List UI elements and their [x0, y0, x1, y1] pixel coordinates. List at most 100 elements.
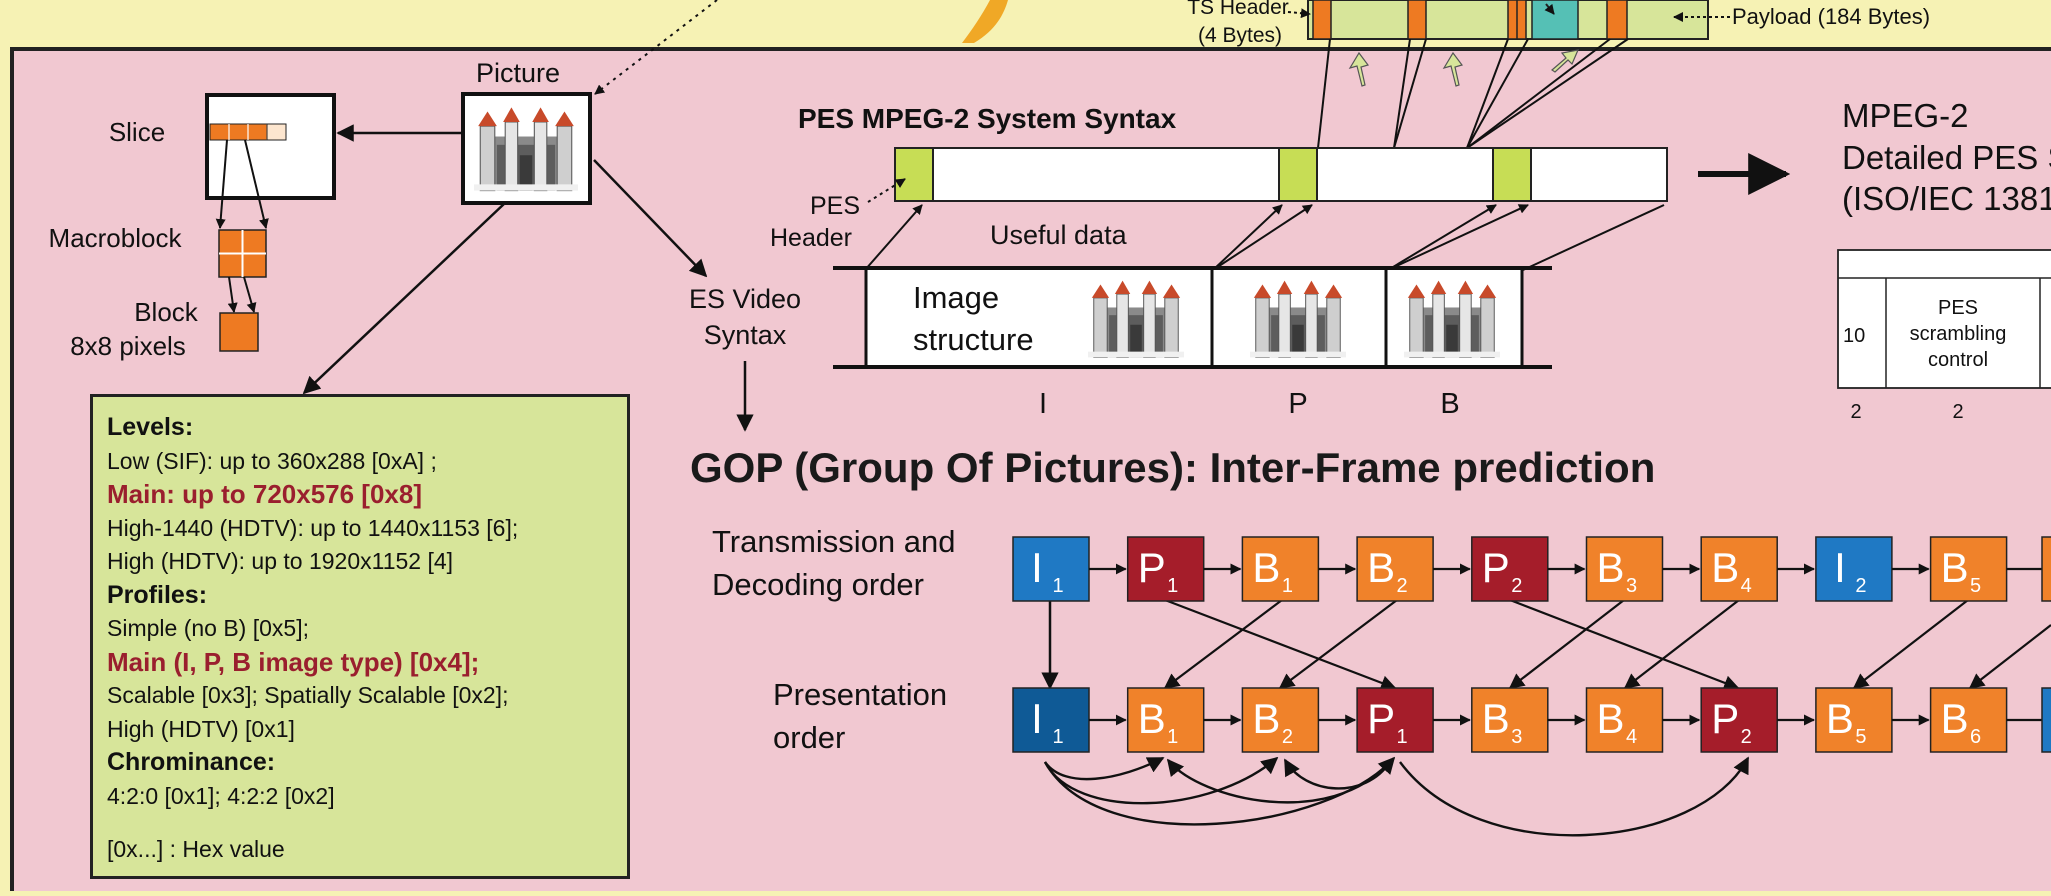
transmission-label-1: Transmission and — [712, 524, 956, 559]
gop-connections — [1041, 598, 2051, 691]
level-main: Main: up to 720x576 [0x8] — [107, 479, 422, 509]
profile-high: High (HDTV) [0x1] — [107, 715, 295, 742]
frame-subscript: 3 — [1626, 575, 1637, 597]
frame-letter: B — [1252, 695, 1280, 742]
picture-label: Picture — [476, 58, 560, 88]
levels-profiles-panel: Levels: Low (SIF): up to 360x288 [0xA] ;… — [90, 394, 630, 879]
pes-header-block-3 — [1492, 147, 1532, 202]
frame-box — [1471, 687, 1549, 753]
ts-header-bytes: (4 Bytes) — [1198, 24, 1282, 47]
frame-letter: B — [1826, 695, 1854, 742]
frame-letter: P — [1482, 544, 1510, 591]
frame-box — [1815, 536, 1893, 602]
detailed-pes-label: Detailed PES S — [1842, 139, 2051, 176]
pes-bits-2: 2 — [1952, 401, 1963, 423]
ts-packet-strip: TS Header (4 Bytes) Payload (184 Bytes) — [594, 0, 1930, 149]
frame-box — [1700, 687, 1778, 753]
frame-subscript: 5 — [1970, 575, 1981, 597]
frame-subscript: 6 — [1970, 726, 1981, 748]
frame-subscript: 2 — [1855, 575, 1866, 597]
frame-subscript: 1 — [1052, 575, 1063, 597]
cropped-frame-box — [2041, 687, 2051, 753]
slice-label: Slice — [109, 117, 165, 147]
pes-header-label-2: Header — [770, 224, 852, 252]
pes-syntax-title: PES MPEG-2 System Syntax — [798, 103, 1177, 134]
mpeg2-detailed-pes: MPEG-2 Detailed PES S (ISO/IEC 1381 10 P… — [1837, 97, 2051, 423]
frame-letter: I — [1031, 695, 1043, 742]
frame-box — [1241, 536, 1320, 602]
frame-label-i: I — [1039, 388, 1047, 420]
frame-letter: B — [1367, 544, 1395, 591]
frame-subscript: 2 — [1511, 575, 1522, 597]
frame-letter: B — [1941, 544, 1969, 591]
frame-subscript: 1 — [1282, 575, 1293, 597]
frame-letter: B — [1596, 544, 1624, 591]
frame-box — [1356, 687, 1434, 753]
gop-prediction-arcs — [1043, 756, 1750, 837]
hex-note: [0x...] : Hex value — [107, 836, 285, 862]
block-label: Block — [134, 297, 199, 327]
levels-heading: Levels: — [107, 413, 194, 441]
frame-subscript: 2 — [1397, 575, 1408, 597]
pes-table — [1837, 249, 2051, 389]
small-arrow — [1551, 49, 1579, 73]
presentation-label-2: order — [773, 720, 845, 755]
pes-scrambling-line-3: control — [1928, 349, 1988, 371]
frame-letter: B — [1711, 544, 1739, 591]
frame-letter: P — [1711, 695, 1739, 742]
macroblock-label: Macroblock — [49, 223, 183, 253]
frame-letter: B — [1482, 695, 1510, 742]
slice-box — [205, 93, 336, 200]
frame-label-p: P — [1288, 388, 1307, 420]
frame-letter: B — [1138, 695, 1166, 742]
ts-header-label: TS Header — [1187, 0, 1289, 19]
frame-subscript: 1 — [1167, 726, 1178, 748]
profile-main: Main (I, P, B image type) [0x4]; — [107, 646, 480, 677]
pes-scrambling-line-1: PES — [1938, 297, 1978, 319]
frame-subscript: 4 — [1626, 726, 1637, 748]
mpeg2-label: MPEG-2 — [1842, 97, 1969, 134]
payload-label: Payload (184 Bytes) — [1732, 4, 1930, 29]
block-square — [219, 312, 259, 352]
level-high-1440: High-1440 (HDTV): up to 1440x1153 [6]; — [107, 514, 519, 541]
frame-letter: I — [1031, 544, 1043, 591]
pes-scrambling-line-2: scrambling — [1910, 323, 2007, 345]
pes-header-label-1: PES — [810, 192, 860, 220]
frame-letter: P — [1367, 695, 1395, 742]
es-video-label-1: ES Video — [689, 284, 801, 314]
frame-letter: I — [1834, 544, 1846, 591]
image-structure-label-2: structure — [913, 322, 1034, 357]
frame-letter: B — [1941, 695, 1969, 742]
small-arrow — [1442, 51, 1464, 87]
small-arrow — [1348, 51, 1370, 87]
cropped-frame-box — [2041, 536, 2051, 602]
frame-letter: P — [1138, 544, 1166, 591]
frame-subscript: 1 — [1052, 726, 1063, 748]
frame-box — [1929, 687, 2008, 753]
block-size-label: 8x8 pixels — [70, 331, 186, 361]
frame-subscript: 1 — [1167, 575, 1178, 597]
transmission-label-2: Decoding order — [712, 567, 924, 602]
frame-subscript: 2 — [1741, 726, 1752, 748]
frame-box — [1815, 687, 1893, 753]
frame-box — [1241, 687, 1320, 753]
profiles-heading: Profiles: — [107, 580, 208, 609]
frame-letter: B — [1596, 695, 1624, 742]
presentation-label-1: Presentation — [773, 677, 947, 712]
iso-label: (ISO/IEC 1381 — [1842, 180, 2051, 217]
